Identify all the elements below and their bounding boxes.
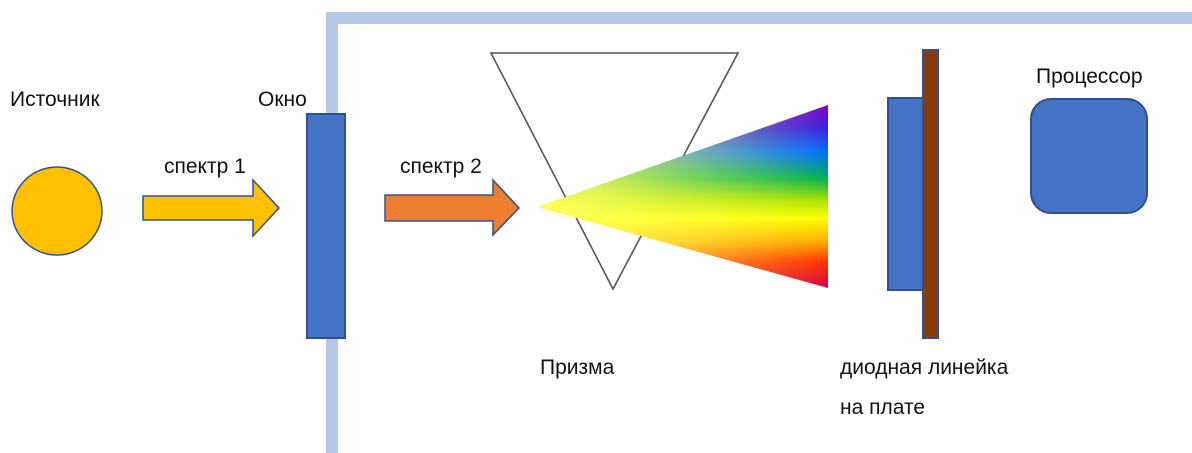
window-block — [306, 113, 346, 339]
spectrum-1-label: спектр 1 — [164, 155, 246, 178]
spectrum-2-label: спектр 2 — [400, 155, 482, 178]
source-label: Источник — [10, 88, 100, 111]
diode-array-label-line2: на плате — [840, 396, 926, 419]
spectrum-1-arrow — [142, 178, 281, 238]
spectrum-2-arrow — [384, 178, 521, 237]
processor-label: Процессор — [1036, 65, 1143, 88]
diode-array-label: диодная линейка — [840, 356, 1009, 379]
circuit-board — [922, 49, 939, 339]
processor-block — [1030, 98, 1148, 214]
prism-label: Призма — [540, 356, 615, 379]
dispersed-spectrum — [537, 105, 828, 288]
window-label: Окно — [258, 88, 307, 111]
light-source — [11, 166, 103, 256]
diode-array — [887, 97, 925, 291]
